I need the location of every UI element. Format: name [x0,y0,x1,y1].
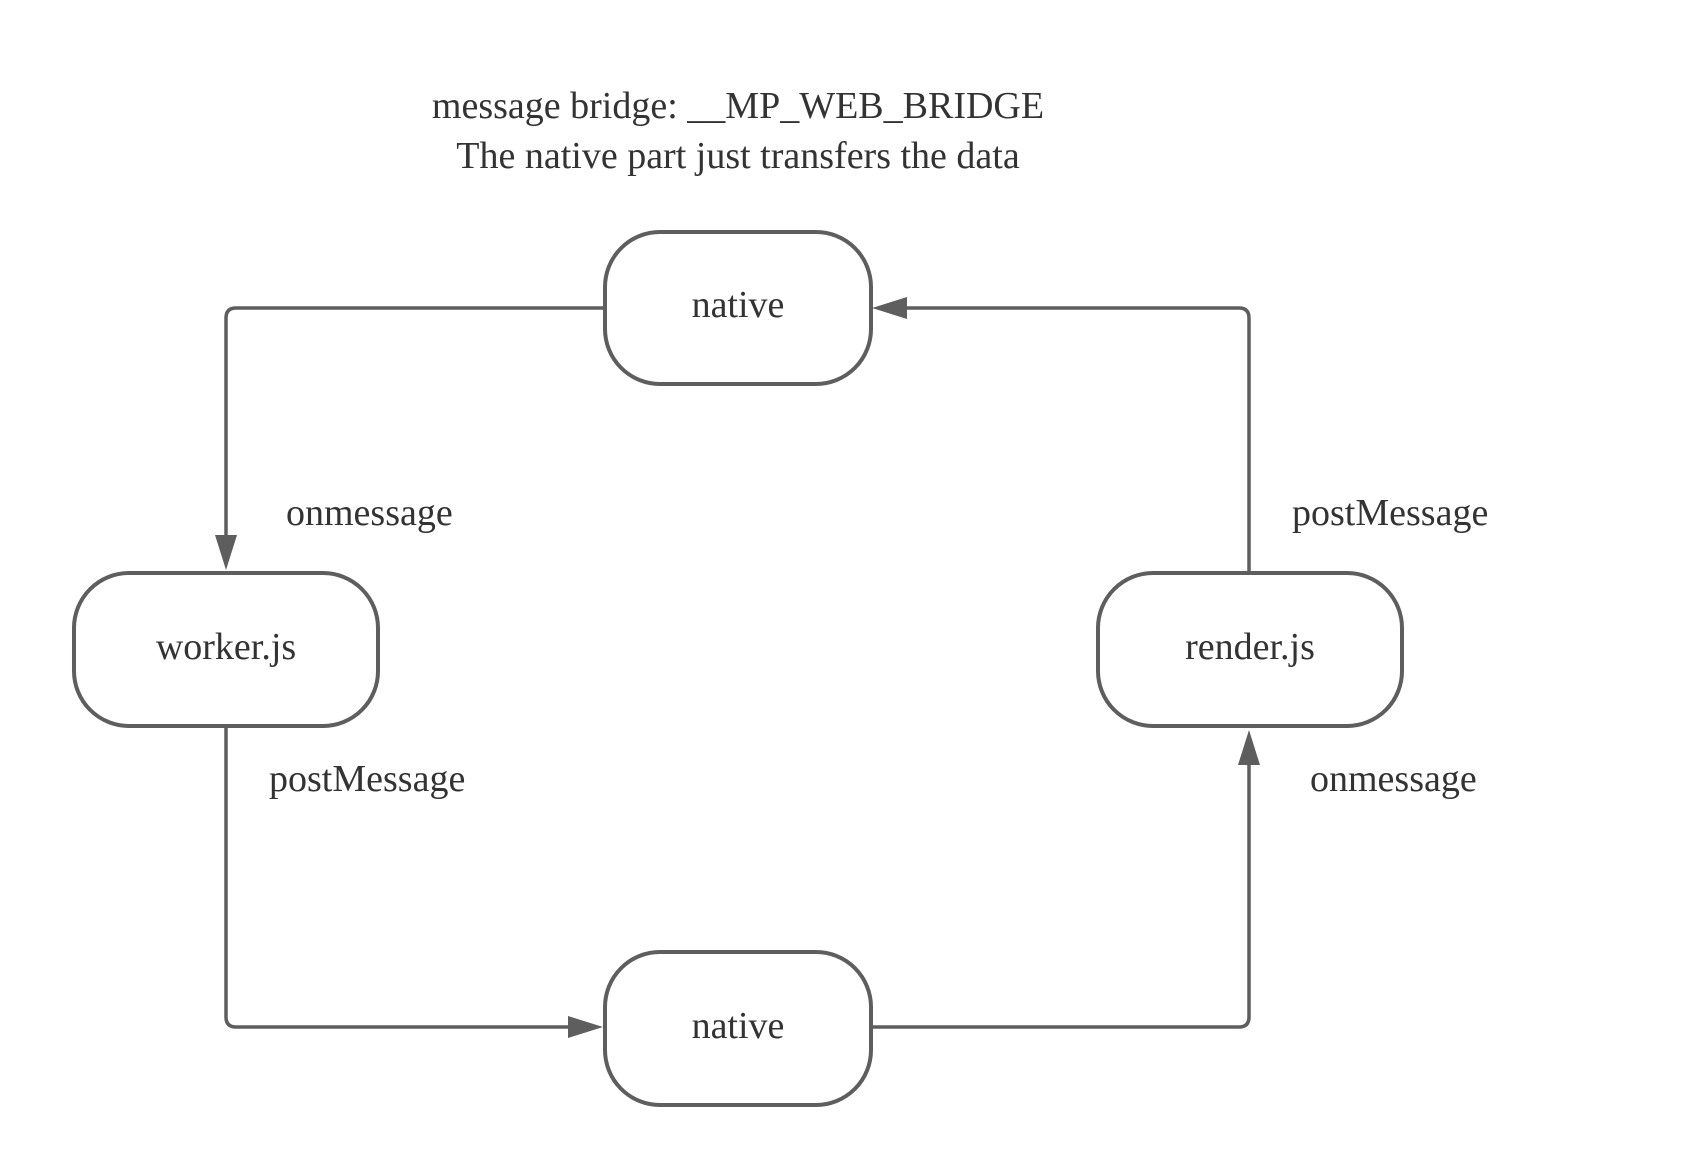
edge-render-to-native: postMessage [872,297,1488,572]
arrow-up-icon [1238,730,1260,765]
edge-label-postmessage-left: postMessage [269,758,465,800]
edge-native-to-worker: onmessage [215,306,603,570]
edge-native-to-worker-line [224,306,603,538]
edge-native-to-render-line [872,762,1251,1029]
node-render: render.js [1096,571,1404,728]
node-native-bottom-shape [603,950,873,1107]
edge-native-to-render: onmessage [872,730,1477,1029]
node-native-top: native [603,230,873,386]
diagram-title: message bridge: __MP_WEB_BRIDGE [432,85,1044,127]
node-worker-shape [72,571,380,728]
node-render-label: render.js [1185,626,1315,668]
diagram-subtitle: The native part just transfers the data [456,135,1020,177]
edge-worker-to-native-line [224,727,570,1029]
edge-label-onmessage-right: onmessage [1310,758,1477,800]
node-native-bottom-label: native [692,1005,785,1047]
edge-label-postmessage-right: postMessage [1292,492,1488,534]
node-render-shape [1096,571,1404,728]
node-native-top-shape [603,230,873,386]
arrow-right-icon [568,1016,603,1038]
arrow-down-icon [215,535,237,570]
node-worker-label: worker.js [156,626,296,668]
edge-label-onmessage-left: onmessage [286,492,453,534]
node-worker: worker.js [72,571,380,728]
arrow-left-icon [872,297,907,319]
node-native-top-label: native [692,284,785,326]
edge-worker-to-native: postMessage [224,727,603,1038]
node-native-bottom: native [603,950,873,1107]
edge-render-to-native-line [905,306,1251,572]
